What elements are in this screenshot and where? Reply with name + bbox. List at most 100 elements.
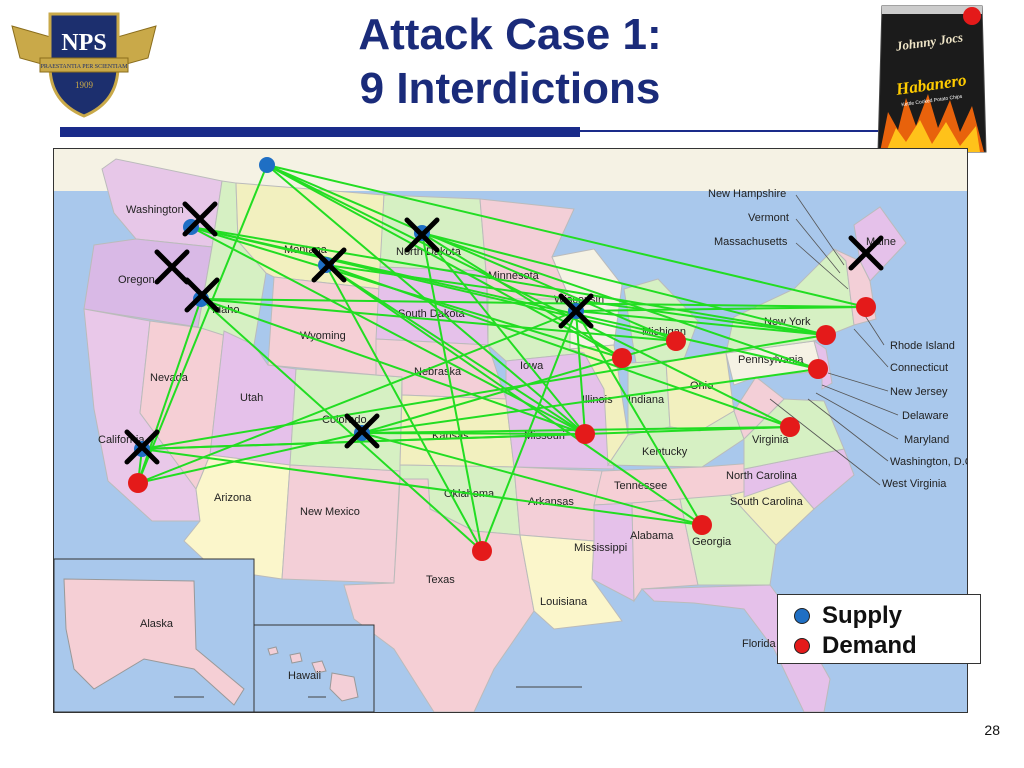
demand-node [692, 515, 712, 535]
interdiction-x-icon [558, 293, 594, 329]
interdiction-stroke [848, 235, 884, 271]
label-louisiana: Louisiana [540, 596, 588, 608]
map-svg: Washington Oregon California Nevada Idah… [54, 149, 967, 712]
logo-banner [39, 57, 129, 73]
slide-title-line1: Attack Case 1: [358, 10, 662, 59]
leader-labels: New Hampshire Vermont Massachusetts Rhod… [708, 188, 967, 490]
leader-line [795, 194, 845, 266]
network-arc [421, 232, 483, 552]
interdiction-stroke [124, 429, 160, 465]
interdiction-marks [124, 201, 884, 465]
label-idaho: Idaho [212, 304, 240, 316]
interdiction-x-icon [184, 277, 220, 313]
label-west-virginia: West Virginia [882, 478, 947, 490]
chips-bag-image: Johnny Jocs Habanero Kettle Cooked Potat… [877, 5, 987, 153]
label-washington-dc: Washington, D.C. [890, 456, 967, 468]
label-mississippi: Mississippi [574, 542, 627, 554]
network-arc [137, 164, 268, 484]
state-alaska [63, 578, 245, 706]
interdiction-stroke [184, 277, 220, 313]
leader-line [827, 372, 889, 392]
network-arc [266, 164, 867, 308]
supply-dot-icon [794, 608, 810, 624]
label-arkansas: Arkansas [528, 496, 574, 508]
leader-line [769, 398, 881, 486]
label-wyoming: Wyoming [300, 330, 346, 342]
label-florida: Florida [742, 638, 777, 650]
legend-demand-label: Demand [822, 632, 917, 659]
leader-line [795, 218, 841, 274]
network-arc [137, 310, 577, 484]
interdiction-x-icon [344, 413, 380, 449]
label-new-jersey: New Jersey [890, 386, 948, 398]
network-arc [361, 432, 586, 435]
demand-node [472, 541, 492, 561]
leader-line [795, 242, 849, 290]
label-virginia: Virginia [752, 434, 789, 446]
label-iowa: Iowa [520, 360, 544, 372]
legend-demand: Demand [794, 631, 917, 661]
network-arc [266, 164, 791, 428]
state-hawaii [267, 646, 359, 702]
label-connecticut: Connecticut [890, 362, 948, 374]
label-new-york: New York [764, 316, 811, 328]
logo-year: 1909 [75, 80, 94, 90]
state-maine [853, 206, 907, 282]
scale-bars [174, 686, 582, 698]
slide-title: Attack Case 1: 9 Interdictions [240, 8, 780, 116]
label-utah: Utah [240, 392, 263, 404]
label-new-hampshire: New Hampshire [708, 188, 786, 200]
label-washington: Washington [126, 204, 184, 216]
demand-node [856, 297, 876, 317]
legend-supply: Supply [794, 601, 902, 631]
interdiction-x-icon [182, 201, 218, 237]
label-kentucky: Kentucky [642, 446, 688, 458]
page-number: 28 [984, 722, 1000, 738]
leader-line [807, 398, 889, 462]
interdiction-stroke [182, 201, 218, 237]
label-delaware: Delaware [902, 410, 948, 422]
network-arc [266, 164, 677, 342]
label-texas: Texas [426, 574, 455, 586]
network-arc [325, 264, 791, 428]
label-arizona: Arizona [214, 492, 252, 504]
logo-motto: PRAESTANTIA PER SCIENTIAM [41, 64, 129, 70]
leader-line [821, 384, 899, 416]
label-oregon: Oregon [118, 274, 155, 286]
interdiction-stroke [404, 217, 440, 253]
interdiction-stroke [154, 249, 190, 285]
interdiction-x-icon [154, 249, 190, 285]
network-arc [361, 432, 703, 526]
interdiction-x-icon [848, 235, 884, 271]
alaska-inset [54, 558, 255, 712]
interdiction-stroke [344, 413, 380, 449]
network-arc [575, 310, 586, 435]
network-arc [421, 232, 827, 336]
slide-title-line2: 9 Interdictions [359, 64, 661, 113]
network-arc [141, 433, 586, 450]
network-arc [325, 264, 703, 526]
interdiction-x-icon [404, 217, 440, 253]
state-north-dakota [379, 194, 487, 272]
label-alaska: Alaska [140, 618, 174, 630]
network-arc [575, 310, 827, 336]
chips-bag-top-seal [882, 6, 982, 14]
label-south-carolina-text: South Carolina [730, 496, 804, 508]
legend-supply-label: Supply [822, 602, 903, 629]
label-new-mexico: New Mexico [300, 506, 360, 518]
chips-flames-inner [886, 120, 980, 152]
network-arc [575, 306, 867, 312]
interdiction-stroke [558, 293, 594, 329]
network-arc [421, 232, 623, 359]
network-arc [325, 264, 827, 336]
state-new-mexico [281, 464, 401, 584]
network-arc [141, 334, 827, 450]
network-arc [575, 310, 703, 526]
chips-badge-icon [963, 7, 981, 25]
label-vermont: Vermont [748, 212, 789, 224]
label-rhode-island: Rhode Island [890, 340, 955, 352]
network-arc [190, 226, 827, 336]
state-kentucky [607, 410, 745, 468]
label-indiana: Indiana [628, 394, 665, 406]
interdiction-stroke [311, 247, 347, 283]
